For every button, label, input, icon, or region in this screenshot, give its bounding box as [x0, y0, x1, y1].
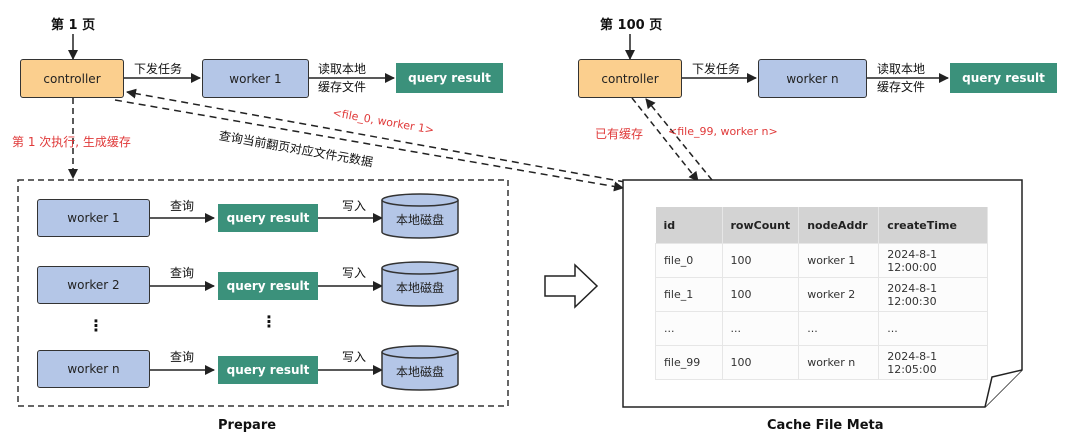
dispatch-label-right: 下发任务 [692, 62, 741, 76]
table-row: ... ... ... ... [655, 311, 988, 346]
prepare-worker-2[interactable]: worker 2 [37, 266, 150, 304]
prepare-result-n[interactable]: query result [218, 356, 318, 384]
prepare-worker-1[interactable]: worker 1 [37, 199, 150, 237]
query-label: 查询 [170, 266, 195, 280]
ellipsis-workers: ⋮ [88, 316, 104, 335]
dispatch-label-left: 下发任务 [134, 62, 183, 76]
table-row: file_99 100 worker n 2024-8-1 12:05:00 [655, 345, 988, 380]
table-row: file_0 100 worker 1 2024-8-1 12:00:00 [655, 243, 988, 278]
table-cell: ... [721, 311, 800, 346]
query-label: 查询 [170, 199, 195, 213]
table-cell: ... [798, 311, 880, 346]
column-header: rowCount [722, 207, 800, 244]
arrow-meta-return-right [645, 98, 713, 181]
table-cell: worker n [798, 345, 880, 380]
meta-return-annotation-right: <file_99, worker n> [668, 125, 778, 138]
ellipsis-results: ⋮ [261, 312, 277, 331]
disk-icon [381, 193, 459, 239]
worker-label: worker 1 [67, 211, 120, 225]
disk-label: 本地磁盘 [395, 365, 444, 379]
column-header: createTime [878, 207, 988, 244]
column-header: nodeAddr [798, 207, 880, 244]
query-result-label: query result [226, 279, 310, 293]
query-result-label: query result [962, 71, 1045, 85]
controller-node-left[interactable]: controller [20, 59, 124, 98]
table-cell: 2024-8-1 12:05:00 [878, 345, 988, 380]
read-label-line2-right: 缓存文件 [877, 80, 926, 94]
document-folded-corner [984, 369, 1023, 408]
disk-label: 本地磁盘 [395, 281, 444, 295]
read-label-line1-left: 读取本地 [318, 62, 367, 76]
table-cell: 2024-8-1 12:00:30 [878, 277, 988, 312]
prepare-worker-n[interactable]: worker n [37, 350, 150, 388]
table-cell: file_99 [655, 345, 723, 380]
disk-icon [381, 345, 459, 391]
read-label-line1-right: 读取本地 [877, 62, 926, 76]
worker-1-node[interactable]: worker 1 [202, 59, 309, 98]
table-cell: worker 1 [798, 243, 880, 278]
write-label: 写入 [342, 350, 367, 364]
first-exec-annotation: 第 1 次执行, 生成缓存 [12, 135, 131, 149]
page-1-label: 第 1 页 [51, 18, 96, 33]
cache-meta-table: id rowCount nodeAddr createTime file_0 1… [655, 207, 988, 380]
write-label: 写入 [342, 266, 367, 280]
table-cell: worker 2 [798, 277, 880, 312]
table-cell: 100 [721, 277, 800, 312]
cache-meta-title: Cache File Meta [767, 418, 884, 433]
read-label-line2-left: 缓存文件 [318, 80, 367, 94]
table-row: file_1 100 worker 2 2024-8-1 12:00:30 [655, 277, 988, 312]
arrow-meta-query-right [631, 97, 699, 182]
worker-label: worker n [67, 362, 120, 376]
table-cell: ... [655, 311, 723, 346]
arrow-meta-return-left [126, 88, 626, 183]
table-cell: 2024-8-1 12:00:00 [878, 243, 988, 278]
worker-label: worker 1 [229, 71, 282, 86]
column-header: id [655, 207, 723, 244]
prepare-result-1[interactable]: query result [218, 204, 318, 232]
table-cell: file_0 [655, 243, 723, 278]
prepare-group-border [17, 179, 509, 407]
query-result-label: query result [226, 211, 310, 225]
worker-label: worker n [786, 71, 839, 86]
query-result-node-left[interactable]: query result [396, 63, 503, 93]
controller-node-right[interactable]: controller [578, 59, 682, 98]
write-label: 写入 [342, 199, 367, 213]
cached-annotation: 已有缓存 [595, 127, 644, 141]
prepare-title: Prepare [218, 418, 277, 433]
table-cell: file_1 [655, 277, 723, 312]
table-cell: 100 [721, 345, 800, 380]
query-result-label: query result [226, 363, 310, 377]
query-label: 查询 [170, 350, 195, 364]
disk-icon [381, 261, 459, 307]
table-cell: ... [878, 311, 988, 346]
arrow-meta-query-left [114, 99, 624, 192]
worker-n-node[interactable]: worker n [758, 59, 867, 98]
query-result-node-right[interactable]: query result [950, 63, 1057, 93]
table-header-row: id rowCount nodeAddr createTime [655, 207, 988, 244]
controller-label: controller [43, 71, 101, 86]
page-100-label: 第 100 页 [600, 18, 663, 33]
controller-label: controller [601, 71, 659, 86]
query-result-label: query result [408, 71, 491, 85]
disk-label: 本地磁盘 [395, 213, 444, 227]
prepare-result-2[interactable]: query result [218, 272, 318, 300]
table-cell: 100 [721, 243, 800, 278]
transition-arrow-icon [544, 263, 599, 309]
worker-label: worker 2 [67, 278, 120, 292]
